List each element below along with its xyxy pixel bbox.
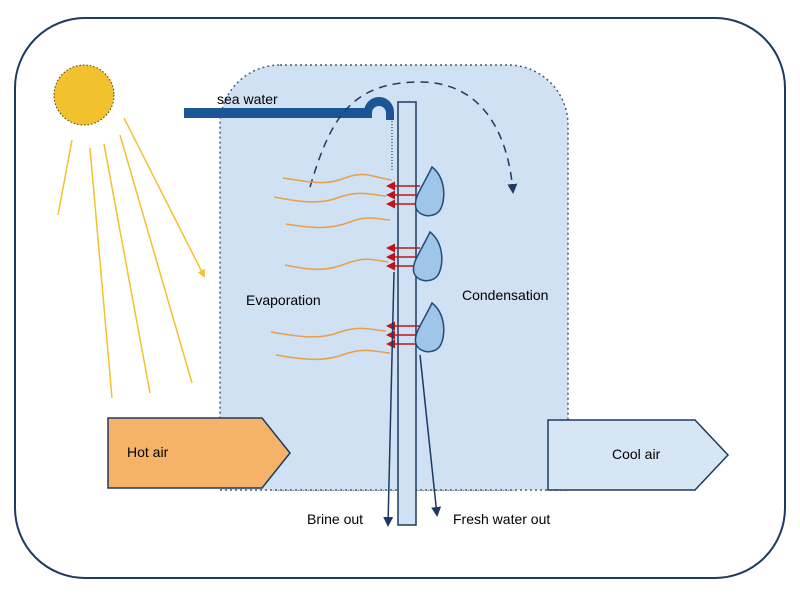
sun-icon xyxy=(53,64,115,126)
hot-air-arrow xyxy=(107,417,291,489)
cool-air-arrow xyxy=(547,419,730,491)
sun-rays xyxy=(57,117,205,399)
hot-air-label: Hot air xyxy=(127,444,169,460)
heat-transfer-arrows xyxy=(386,181,420,349)
vapour-flow-arrow xyxy=(309,81,518,194)
water-droplet-icon xyxy=(412,230,443,282)
brine-out-arrow xyxy=(383,271,395,527)
sea-water-pipe xyxy=(184,97,394,120)
fresh-water-out-label: Fresh water out xyxy=(453,511,551,527)
condenser-plate xyxy=(397,101,417,526)
fresh-water-out-arrow xyxy=(419,354,442,517)
sea-water-label: sea water xyxy=(217,91,278,107)
condensation-label: Condensation xyxy=(462,287,549,303)
water-droplet-icon xyxy=(414,165,445,217)
evaporation-label: Evaporation xyxy=(246,292,321,308)
brine-out-label: Brine out xyxy=(307,511,364,527)
cool-air-label: Cool air xyxy=(612,446,661,462)
heat-waves xyxy=(270,173,393,361)
water-droplet-icon xyxy=(414,301,445,353)
